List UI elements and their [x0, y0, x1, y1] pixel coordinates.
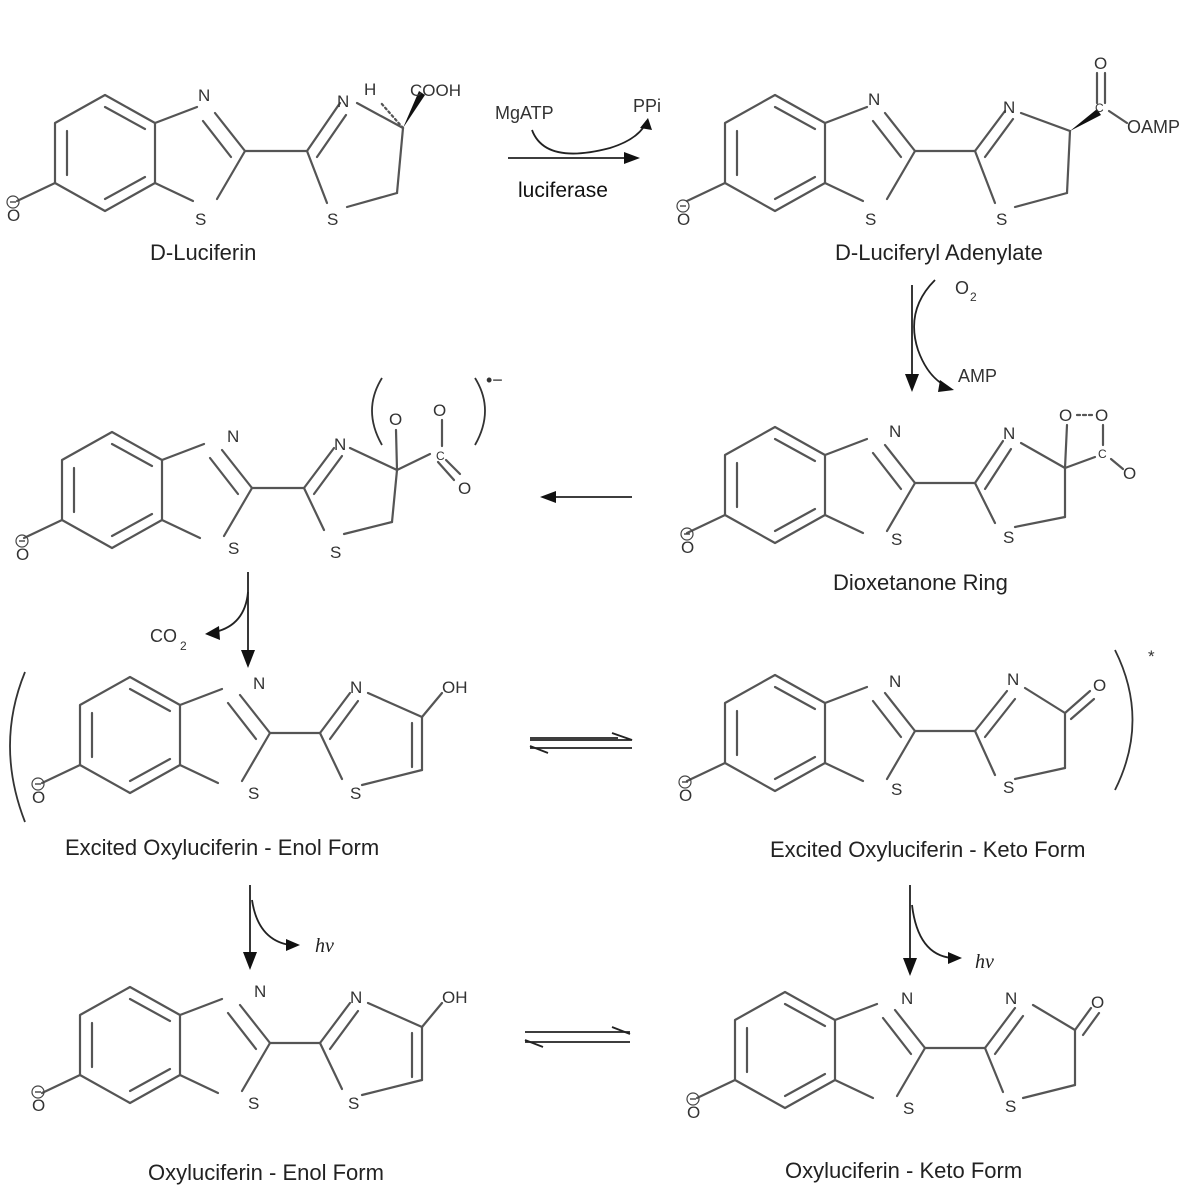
carboxyl-label: COOH: [410, 81, 461, 100]
caption-excited-keto: Excited Oxyluciferin - Keto Form: [770, 837, 1085, 862]
caption-excited-enol: Excited Oxyluciferin - Enol Form: [65, 835, 379, 860]
svg-text:S: S: [903, 1099, 914, 1118]
svg-text:N: N: [254, 982, 266, 1001]
svg-text:H: H: [364, 80, 376, 99]
radical-anion-mark: •−: [486, 370, 503, 390]
enol-structure: N S N S OH: [31, 982, 468, 1116]
svg-text:S: S: [996, 210, 1007, 229]
svg-text:S: S: [195, 210, 206, 229]
svg-text:N: N: [889, 422, 901, 441]
svg-text:S: S: [248, 1094, 259, 1113]
caption-dioxetanone: Dioxetanone Ring: [833, 570, 1008, 595]
svg-text:N: N: [334, 435, 346, 454]
svg-text:N: N: [889, 672, 901, 691]
oamp-label: OAMP: [1127, 117, 1180, 137]
dioxetanone-structure: N S O O C O N S: [680, 406, 1136, 558]
svg-text:O: O: [1091, 993, 1104, 1012]
svg-text:N: N: [198, 86, 210, 105]
svg-text:C: C: [1098, 447, 1107, 461]
svg-text:S: S: [891, 530, 902, 549]
oxygenation-arrow: O 2 AMP: [905, 278, 997, 392]
d-luciferin-structure: N S N S H COOH: [6, 80, 461, 229]
emission-arrow-keto: hv: [903, 885, 994, 976]
keto-o: O: [1093, 676, 1106, 695]
svg-text:S: S: [350, 784, 361, 803]
emission-arrow-enol: hv: [243, 885, 334, 970]
svg-text:S: S: [330, 543, 341, 562]
equilibrium-arrows-excited: [529, 732, 633, 754]
svg-text:O: O: [433, 401, 446, 420]
decarboxylation-arrow: [540, 491, 632, 503]
caption-keto: Oxyluciferin - Keto Form: [785, 1158, 1022, 1183]
svg-text:N: N: [1005, 989, 1017, 1008]
svg-text:N: N: [1007, 670, 1019, 689]
svg-text:S: S: [1003, 528, 1014, 547]
svg-text:N: N: [350, 988, 362, 1007]
equilibrium-arrows-ground: [524, 1026, 631, 1048]
svg-text:N: N: [350, 678, 362, 697]
svg-text:N: N: [1003, 424, 1015, 443]
svg-text:S: S: [327, 210, 338, 229]
excited-enol-structure: N S N S OH: [31, 674, 468, 808]
svg-text:C: C: [1095, 101, 1104, 115]
luciferase-label: luciferase: [518, 179, 608, 202]
svg-text:N: N: [1003, 98, 1015, 117]
svg-text:S: S: [348, 1094, 359, 1113]
amp-label: AMP: [958, 366, 997, 386]
svg-text:S: S: [1005, 1097, 1016, 1116]
svg-text:2: 2: [970, 290, 977, 304]
caption-enol: Oxyluciferin - Enol Form: [148, 1160, 384, 1185]
svg-text:S: S: [248, 784, 259, 803]
hv-label-enol: hv: [315, 935, 334, 957]
svg-text:N: N: [253, 674, 265, 693]
svg-text:O: O: [389, 410, 402, 429]
svg-text:S: S: [865, 210, 876, 229]
svg-text:O: O: [1094, 54, 1107, 73]
co2-label: CO: [150, 626, 177, 646]
svg-text:O: O: [1123, 464, 1136, 483]
svg-text:N: N: [227, 427, 239, 446]
excited-keto-bracket: *: [1114, 647, 1155, 791]
svg-text:O: O: [1059, 406, 1072, 425]
excited-state-mark: *: [1148, 647, 1155, 666]
svg-text:N: N: [868, 90, 880, 109]
ppi-label: PPi: [633, 96, 661, 116]
excited-enol-bracket: [9, 671, 26, 823]
keto-structure: N S N S O: [686, 989, 1104, 1123]
svg-text:O: O: [458, 479, 471, 498]
hv-label-keto: hv: [975, 951, 994, 973]
svg-text:N: N: [901, 989, 913, 1008]
enol-oh: OH: [442, 678, 468, 697]
co2-loss-arrow: CO 2: [150, 572, 255, 668]
radical-anion-structure: N S O O C O N S: [15, 401, 471, 565]
svg-text:O: O: [1095, 406, 1108, 425]
caption-adenylate: D-Luciferyl Adenylate: [835, 240, 1043, 265]
d-luciferyl-adenylate-structure: N S C O OAMP N S: [676, 54, 1180, 230]
mgatp-label: MgATP: [495, 103, 554, 123]
svg-text:S: S: [228, 539, 239, 558]
svg-text:N: N: [337, 92, 349, 111]
svg-text:OH: OH: [442, 988, 468, 1007]
luciferase-arrow: MgATP PPi luciferase: [495, 96, 661, 202]
svg-text:2: 2: [180, 639, 187, 653]
o2-label: O: [955, 278, 969, 298]
svg-text:S: S: [891, 780, 902, 799]
caption-d-luciferin: D-Luciferin: [150, 240, 256, 265]
svg-text:C: C: [436, 449, 445, 463]
svg-text:S: S: [1003, 778, 1014, 797]
excited-keto-structure: N S N S O: [678, 670, 1106, 806]
radical-anion-brackets: •−: [371, 370, 503, 446]
